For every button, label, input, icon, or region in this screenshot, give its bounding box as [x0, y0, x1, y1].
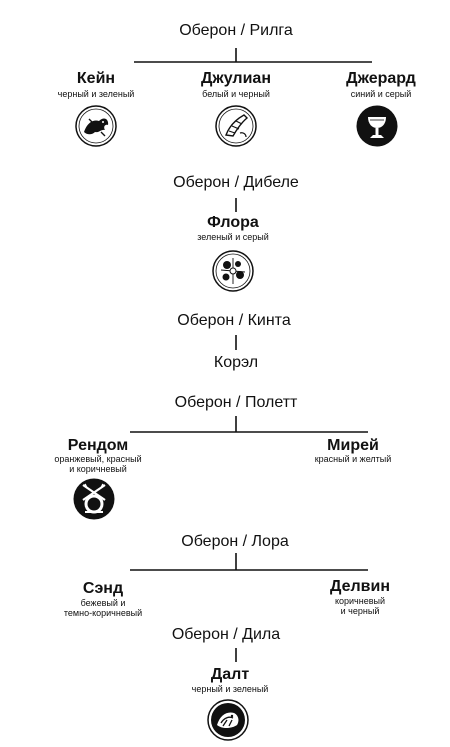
- parents-dila: Оберон / Дила: [171, 626, 281, 643]
- child-name-flora: Флора: [207, 214, 259, 231]
- child-name-gerard: Джерард: [346, 70, 416, 87]
- beast-trump-icon: [207, 699, 249, 741]
- child-colors-delvin-line2: и черный: [340, 606, 380, 616]
- child-colors-sand-line2: темно-коричневый: [63, 608, 143, 618]
- child-colors-kain: черный и зеленый: [57, 89, 135, 99]
- child-colors-flora: зеленый и серый: [197, 232, 269, 242]
- child-name-random: Рендом: [67, 437, 129, 454]
- parents-kinta: Оберон / Кинта: [177, 312, 291, 329]
- child-name-corel: Корэл: [213, 354, 259, 371]
- hunting-horn-trump-icon: [215, 105, 257, 147]
- child-colors-gerard: синий и серый: [350, 89, 412, 99]
- child-name-julian: Джулиан: [201, 70, 271, 87]
- crossed-swords-trump-icon: [73, 478, 115, 520]
- parents-rilga: Оберон / Рилга: [179, 22, 293, 39]
- child-colors-sand-line1: бежевый и: [80, 598, 126, 608]
- dragon-trump-icon: [75, 105, 117, 147]
- parents-polett: Оберон / Полетт: [174, 394, 298, 411]
- child-name-kain: Кейн: [76, 70, 116, 87]
- child-name-mirei: Мирей: [327, 437, 379, 454]
- child-name-dalt: Далт: [210, 666, 250, 683]
- child-colors-random-line2: и коричневый: [69, 464, 127, 474]
- child-name-delvin: Делвин: [330, 578, 390, 595]
- parents-dibele: Оберон / Дибеле: [173, 174, 299, 191]
- child-name-sand: Сэнд: [82, 580, 124, 597]
- child-colors-delvin-line1: коричневый: [334, 596, 386, 606]
- child-colors-random-line1: оранжевый, красный: [54, 454, 142, 464]
- child-colors-julian: белый и черный: [202, 89, 270, 99]
- chalice-trump-icon: [356, 105, 398, 147]
- child-colors-mirei: красный и желтый: [314, 454, 392, 464]
- floral-trump-icon: [212, 250, 254, 292]
- child-colors-dalt: черный и зеленый: [191, 684, 269, 694]
- parents-lora: Оберон / Лора: [181, 533, 289, 550]
